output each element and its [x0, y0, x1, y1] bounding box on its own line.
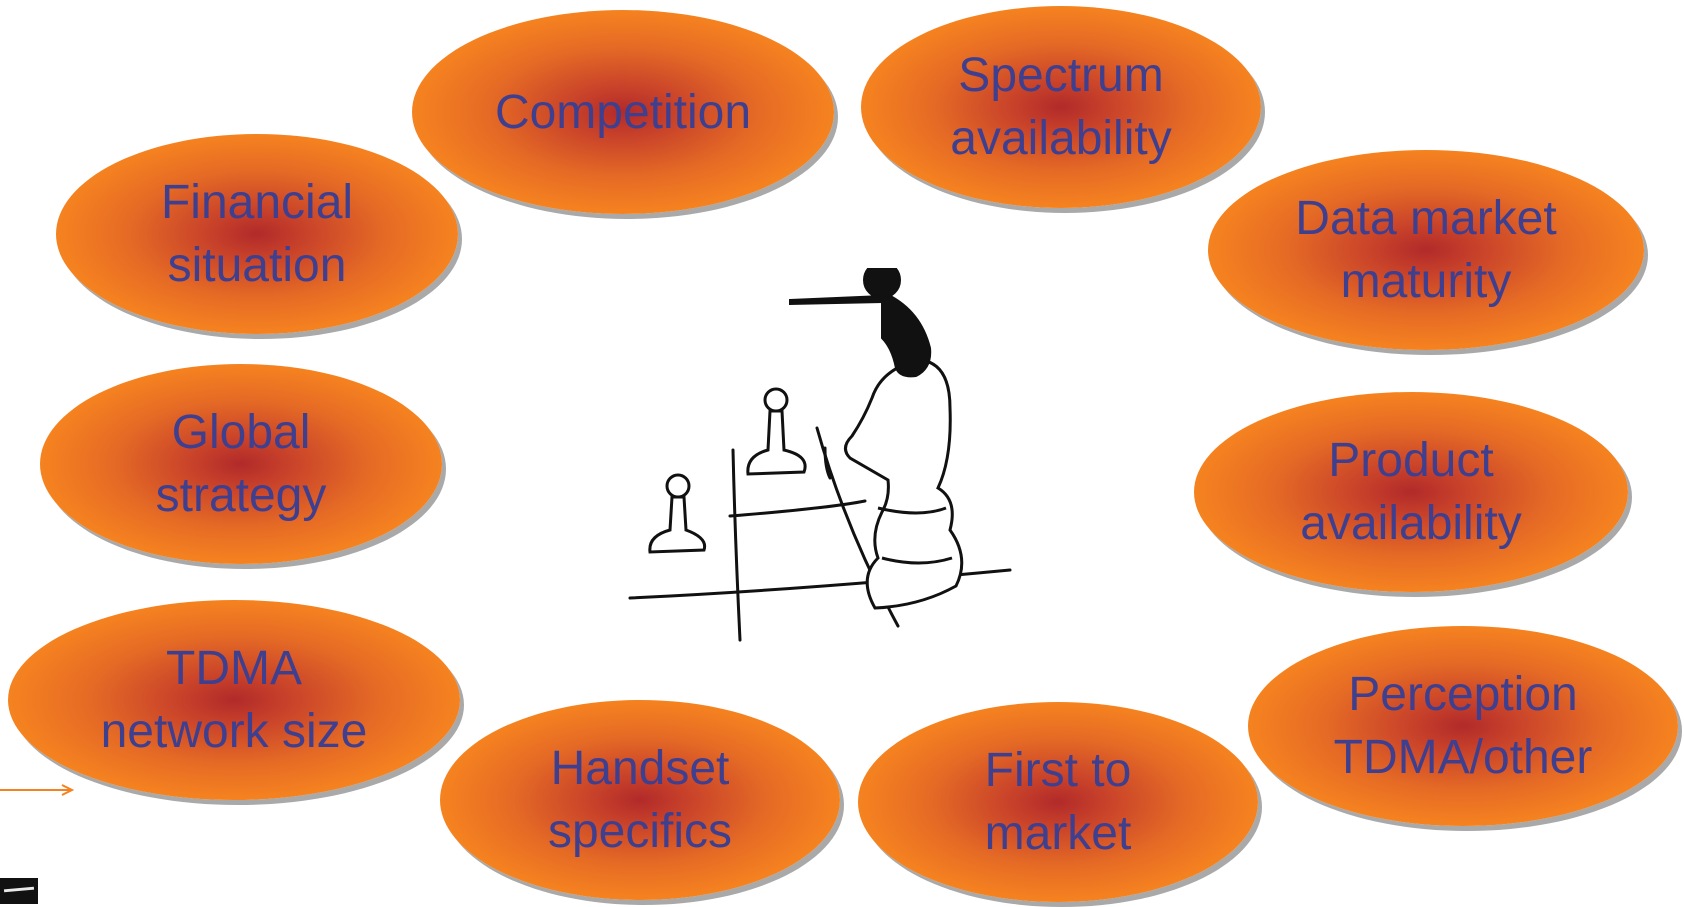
factor-label: First to market: [984, 744, 1132, 860]
factor-global-strategy: Global strategy: [40, 364, 442, 564]
factor-handset-specifics: Handset specifics: [440, 700, 840, 900]
arrow-icon: [0, 784, 75, 796]
factor-label: Data market maturity: [1295, 192, 1557, 308]
factor-product-availability: Product availability: [1194, 392, 1628, 592]
chess-pieces-illustration-icon: [628, 268, 1012, 642]
factor-first-to-market: First to market: [858, 702, 1258, 902]
factor-label: Financial situation: [160, 176, 354, 292]
factor-spectrum-availability: Spectrum availability: [861, 6, 1261, 208]
factor-label: Competition: [494, 85, 752, 139]
factor-label: Global strategy: [155, 406, 327, 522]
factor-label: Product availability: [1300, 434, 1522, 550]
factor-label: Handset specifics: [547, 742, 733, 858]
factor-perception-tdma-other: Perception TDMA/other: [1248, 626, 1678, 826]
factor-data-market-maturity: Data market maturity: [1208, 150, 1644, 350]
corner-logo-icon: [0, 878, 38, 904]
factor-label: Perception TDMA/other: [1333, 668, 1593, 784]
factor-competition: Competition: [412, 10, 834, 214]
factor-financial-situation: Financial situation: [56, 134, 458, 334]
factor-tdma-network-size: TDMA network size: [8, 600, 460, 800]
factor-label: TDMA network size: [100, 642, 368, 758]
factor-label: Spectrum availability: [950, 49, 1172, 165]
